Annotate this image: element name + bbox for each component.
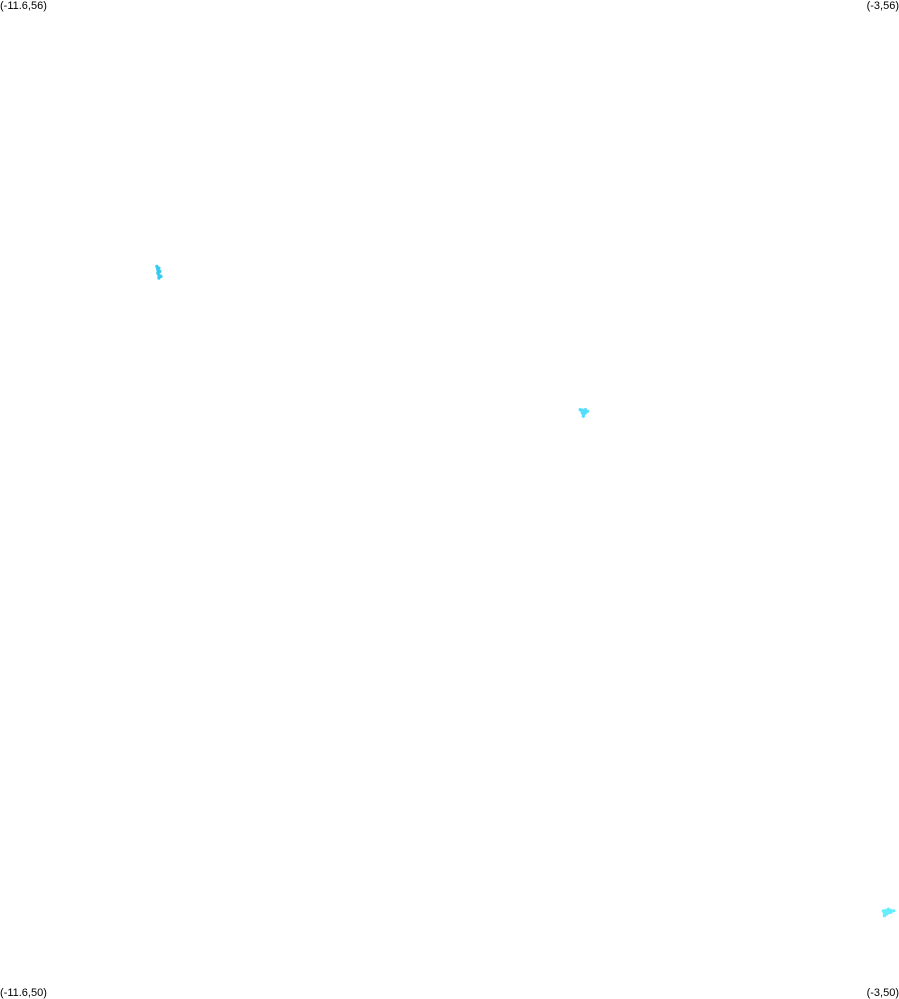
feature-2-point xyxy=(578,408,582,412)
feature-2-point xyxy=(580,411,584,415)
corner-label-bottom-right: (-3,50) xyxy=(866,987,899,999)
feature-3-point xyxy=(881,909,885,913)
map-feature-1 xyxy=(155,264,163,280)
feature-1-point xyxy=(157,276,161,280)
feature-3-point xyxy=(889,910,893,915)
map-feature-2 xyxy=(578,408,590,418)
map-feature-3 xyxy=(881,907,896,918)
feature-3-point xyxy=(882,914,887,918)
corner-label-top-left: (-11.6,56) xyxy=(0,0,47,12)
feature-2-point xyxy=(583,411,588,415)
feature-2-point xyxy=(581,414,585,418)
corner-label-top-right: (-3,56) xyxy=(866,0,899,12)
features-layer xyxy=(155,264,896,918)
feature-3-point xyxy=(886,907,891,911)
corner-label-bottom-left: (-11.6,50) xyxy=(0,987,47,999)
feature-3-point xyxy=(892,909,896,913)
